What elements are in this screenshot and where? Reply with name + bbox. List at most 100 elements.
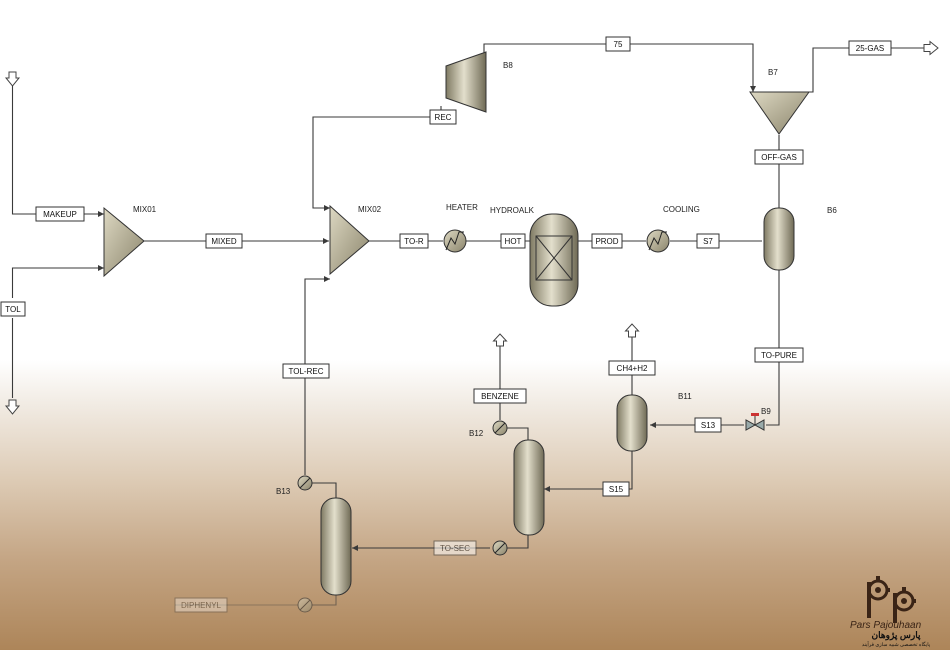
logo-letters: Pars Pajouhaan xyxy=(850,620,922,631)
column-b13-icon[interactable] xyxy=(320,497,352,596)
heater-icon[interactable] xyxy=(443,229,467,253)
stream-rec[interactable]: REC xyxy=(429,109,457,125)
arrowhead-mix02-mixed xyxy=(323,238,329,244)
stream-prod[interactable]: PROD xyxy=(591,233,623,249)
line-rec xyxy=(312,106,442,209)
arrowhead-b13 xyxy=(352,545,358,551)
stream-75[interactable]: 75 xyxy=(605,36,631,52)
stream-labels: MAKEUP TOL MIXED TO-R HOT PROD S7 REC 75… xyxy=(0,36,892,613)
benzene-outlet-arrow-icon xyxy=(492,333,508,347)
label-b13: B13 xyxy=(276,487,291,496)
svg-text:CH4+H2: CH4+H2 xyxy=(617,364,648,373)
label-heater: HEATER xyxy=(446,203,478,212)
svg-text:S13: S13 xyxy=(701,421,716,430)
condenser-b12-icon[interactable] xyxy=(492,420,508,436)
stream-mixed[interactable]: MIXED xyxy=(205,233,243,249)
mixer-mix02-icon[interactable] xyxy=(329,204,370,276)
reboiler-b13-icon[interactable] xyxy=(297,597,313,613)
stream-to-pure[interactable]: TO-PURE xyxy=(754,347,804,363)
svg-text:25-GAS: 25-GAS xyxy=(856,44,884,53)
svg-text:TOL: TOL xyxy=(5,305,21,314)
stream-s7[interactable]: S7 xyxy=(696,233,720,249)
label-b9: B9 xyxy=(761,407,771,416)
separator-b7-icon[interactable] xyxy=(749,91,810,135)
svg-text:HOT: HOT xyxy=(505,237,522,246)
arrowhead-mix01-b xyxy=(98,265,104,271)
svg-text:S15: S15 xyxy=(609,485,624,494)
svg-text:OFF-GAS: OFF-GAS xyxy=(761,153,797,162)
condenser-b13-icon[interactable] xyxy=(297,475,313,491)
arrowhead-b11 xyxy=(650,422,656,428)
label-hydroalk: HYDROALK xyxy=(490,206,535,215)
line-tol xyxy=(11,267,104,298)
arrowhead-b12 xyxy=(544,486,550,492)
stream-benzene[interactable]: BENZENE xyxy=(473,388,527,404)
line-to-pure xyxy=(766,268,780,426)
arrowhead-mix02-rec xyxy=(324,205,330,211)
mixer-mix01-icon[interactable] xyxy=(103,206,145,278)
line-b12-reb xyxy=(507,533,529,549)
svg-text:S7: S7 xyxy=(703,237,713,246)
equipment xyxy=(103,51,810,613)
label-b7: B7 xyxy=(768,68,778,77)
stream-makeup[interactable]: MAKEUP xyxy=(35,206,85,222)
svg-text:MIXED: MIXED xyxy=(211,237,237,246)
arrowhead-mix02-tolrec xyxy=(324,276,330,282)
line-tol-rec xyxy=(304,278,330,475)
stream-s15[interactable]: S15 xyxy=(602,481,630,497)
pars-pajouhaan-logo: Pars Pajouhaan پارس پژوهان پایگاه تخصصی … xyxy=(850,576,931,648)
svg-text:BENZENE: BENZENE xyxy=(481,392,519,401)
stream-25-gas[interactable]: 25-GAS xyxy=(848,40,892,56)
logo-tagline: پایگاه تخصصی شبیه سازی فرآیند xyxy=(862,641,931,648)
feed-arrow-icon xyxy=(4,71,21,87)
stream-off-gas[interactable]: OFF-GAS xyxy=(754,149,804,165)
stream-hot[interactable]: HOT xyxy=(500,233,526,249)
block-labels: MIX01 MIX02 HEATER HYDROALK COOLING B6 B… xyxy=(133,61,837,496)
compressor-b8-icon[interactable] xyxy=(445,51,487,113)
line-b13-cond xyxy=(312,482,337,498)
logo-persian: پارس پژوهان xyxy=(872,630,921,641)
label-mix01: MIX01 xyxy=(133,205,157,214)
label-b8: B8 xyxy=(503,61,513,70)
stream-ch4h2[interactable]: CH4+H2 xyxy=(608,360,656,376)
line-b12-cond xyxy=(507,427,529,440)
svg-text:REC: REC xyxy=(435,113,452,122)
svg-text:75: 75 xyxy=(614,40,623,49)
arrowhead-mix01-a xyxy=(98,211,104,217)
line-makeup xyxy=(11,86,104,215)
stream-lines xyxy=(4,40,939,606)
cooler-icon[interactable] xyxy=(646,229,670,253)
svg-text:MAKEUP: MAKEUP xyxy=(43,210,77,219)
stream-to-r[interactable]: TO-R xyxy=(399,233,429,249)
ch4h2-outlet-arrow-icon xyxy=(624,323,640,338)
flash-b11-icon[interactable] xyxy=(616,394,648,452)
label-b12: B12 xyxy=(469,429,484,438)
tol-outlet-arrow-icon xyxy=(4,399,21,415)
gas-outlet-arrow-icon xyxy=(923,40,939,56)
arrowhead-b7 xyxy=(750,86,756,92)
line-75 xyxy=(450,43,754,92)
svg-text:PROD: PROD xyxy=(595,237,618,246)
valve-b9-icon[interactable] xyxy=(745,413,765,431)
reactor-hydroalk-icon[interactable] xyxy=(529,213,579,307)
svg-text:TOL-REC: TOL-REC xyxy=(289,367,324,376)
line-b13-reb xyxy=(312,595,337,606)
label-mix02: MIX02 xyxy=(358,205,382,214)
column-b12-icon[interactable] xyxy=(513,439,545,536)
line-s15 xyxy=(544,450,633,490)
stream-tol-rec[interactable]: TOL-REC xyxy=(282,363,330,379)
stream-s13[interactable]: S13 xyxy=(694,417,722,433)
reboiler-b12-icon[interactable] xyxy=(492,540,508,556)
stream-tol[interactable]: TOL xyxy=(0,301,26,317)
flash-b6-icon[interactable] xyxy=(763,207,795,271)
stream-to-sec[interactable]: TO-SEC xyxy=(433,540,477,556)
label-cooling: COOLING xyxy=(663,205,700,214)
stream-diphenyl[interactable]: DIPHENYL xyxy=(174,597,228,613)
label-b11: B11 xyxy=(678,392,692,401)
svg-text:TO-SEC: TO-SEC xyxy=(440,544,470,553)
label-b6: B6 xyxy=(827,206,837,215)
svg-text:TO-R: TO-R xyxy=(404,237,424,246)
svg-text:TO-PURE: TO-PURE xyxy=(761,351,797,360)
svg-text:DIPHENYL: DIPHENYL xyxy=(181,601,222,610)
